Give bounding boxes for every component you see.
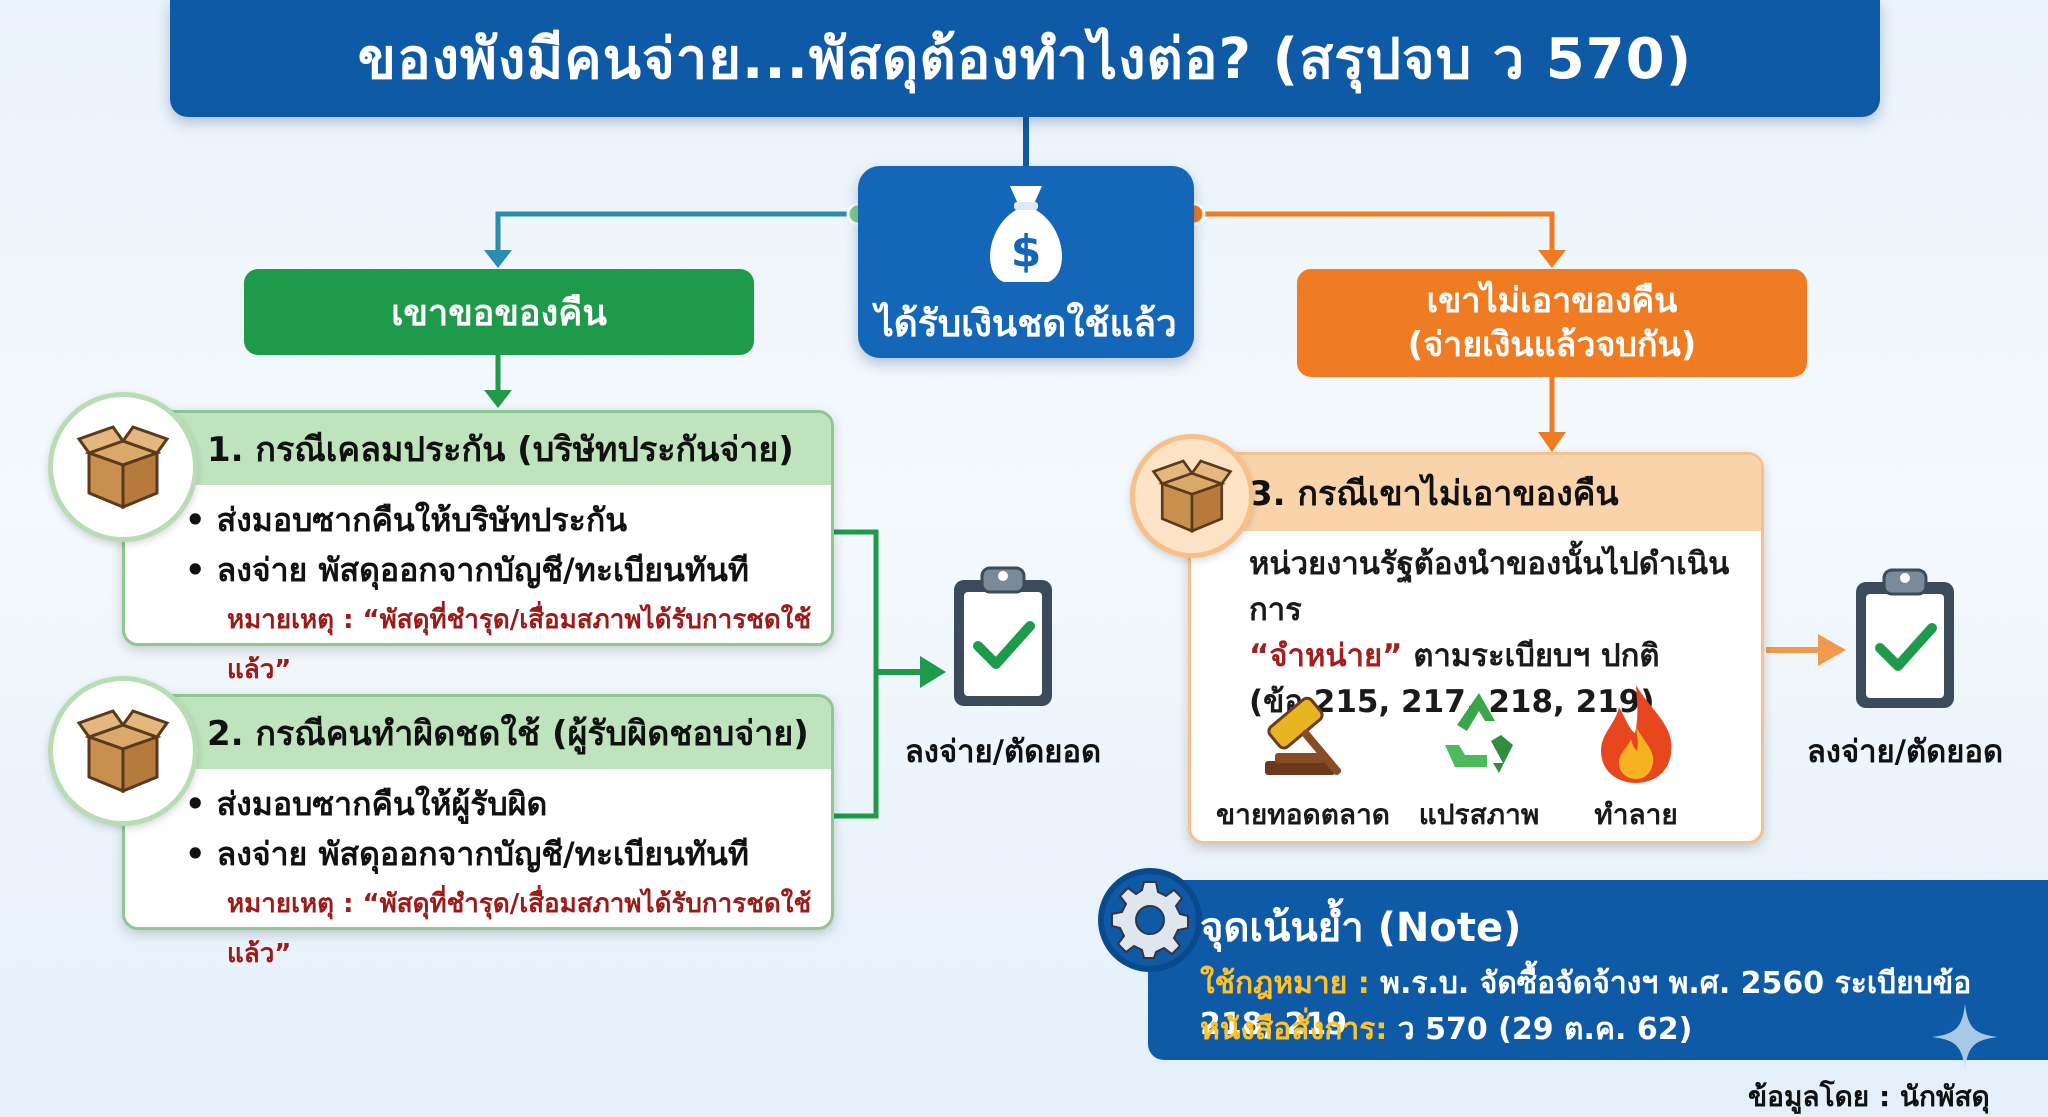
compensation-received-label: ได้รับเงินชดใช้แล้ว (875, 302, 1177, 345)
no-item-back-box: เขาไม่เอาของคืน (จ่ายเงินแล้วจบกัน) (1297, 269, 1807, 377)
page-title: ของพังมีคนจ่าย...พัสดุต้องทำไงต่อ? (สรุป… (357, 27, 1693, 92)
source-credit: ข้อมูลโดย : นักพัสดุสัญจร (1748, 1080, 1990, 1113)
box-icon (1151, 459, 1233, 533)
sparkle-icon (1932, 1004, 1998, 1070)
note-order-line: หนังสือสั่งการ: ว 570 (29 ต.ค. 62) (1200, 1006, 1692, 1053)
case2-bullet-2: • ลงจ่าย พัสดุออกจากบัญชี/ทะเบียนทันที (185, 835, 749, 873)
no-item-back-label: เขาไม่เอาของคืน (1426, 281, 1678, 321)
gear-icon-circle (1098, 868, 1202, 972)
right-result-label: ลงจ่าย/ตัดยอด (1806, 734, 2004, 770)
case2-note: หมายเหตุ : “พัสดุที่ชำรุด/เสื่อมสภาพได้ร… (227, 889, 812, 969)
clipboard-check-icon (954, 566, 1052, 706)
note-law-line: ใช้กฎหมาย : พ.ร.บ. จัดซื้อจัดจ้างฯ พ.ศ. … (1200, 960, 2048, 1042)
case1-bullet-2: • ลงจ่าย พัสดุออกจากบัญชี/ทะเบียนทันที (185, 551, 749, 589)
case3-title: 3. กรณีเขาไม่เอาของคืน (1191, 455, 1761, 531)
case2-body: • ส่งมอบซากคืนให้ผู้รับผิด • ลงจ่าย พัสด… (185, 779, 821, 979)
auction-label: ขายทอดตลาด (1216, 798, 1390, 831)
fire-icon (1601, 685, 1672, 783)
case2-bullet-1: • ส่งมอบซากคืนให้ผู้รับผิด (185, 785, 548, 823)
note-law-key: ใช้กฎหมาย : (1200, 966, 1370, 1001)
no-item-back-sublabel: (จ่ายเงินแล้วจบกัน) (1407, 325, 1697, 365)
clipboard-check-icon (1856, 568, 1954, 708)
gear-icon (1111, 881, 1189, 959)
destroy-label: ทำลาย (1594, 798, 1678, 831)
header-banner: ของพังมีคนจ่าย...พัสดุต้องทำไงต่อ? (สรุป… (170, 0, 1880, 117)
money-bag-icon: $ (990, 186, 1062, 282)
left-result-label: ลงจ่าย/ตัดยอด (904, 734, 1102, 770)
compensation-received-box: $ ได้รับเงินชดใช้แล้ว (858, 166, 1194, 358)
box-icon (76, 425, 170, 510)
request-item-back-box: เขาขอของคืน (244, 269, 754, 355)
note-order-key: หนังสือสั่งการ: (1200, 1012, 1388, 1047)
dollar-symbol: $ (1011, 226, 1042, 277)
case3-line-1: หน่วยงานรัฐต้องนำของนั้นไปดำเนินการ (1249, 546, 1730, 628)
gavel-icon (1265, 696, 1342, 776)
case1-body: • ส่งมอบซากคืนให้บริษัทประกัน • ลงจ่าย พ… (185, 495, 821, 695)
case1-title: 1. กรณีเคลมประกัน (บริษัทประกันจ่าย) (125, 413, 831, 485)
case3-box-icon-circle (1130, 434, 1254, 558)
case1-bullet-1: • ส่งมอบซากคืนให้บริษัทประกัน (185, 501, 628, 539)
case2-card: 2. กรณีคนทำผิดชดใช้ (ผู้รับผิดชอบจ่าย) •… (122, 694, 834, 969)
case3-line-2-rest: ตามระเบียบฯ ปกติ (1402, 638, 1660, 674)
case1-card: 1. กรณีเคลมประกัน (บริษัทประกันจ่าย) • ส… (122, 410, 834, 685)
note-order-value: ว 570 (29 ต.ค. 62) (1387, 1012, 1693, 1047)
note-panel (1148, 880, 2048, 1060)
note-title: จุดเน้นย้ำ (Note) (1200, 905, 1522, 951)
box-icon (76, 709, 170, 794)
note-law-value: พ.ร.บ. จัดซื้อจัดจ้างฯ พ.ศ. 2560 ระเบียบ… (1200, 966, 1972, 1042)
case3-line-2: “จำหน่าย” ตามระเบียบฯ ปกติ (1249, 633, 1741, 679)
case2-title: 2. กรณีคนทำผิดชดใช้ (ผู้รับผิดชอบจ่าย) (125, 697, 831, 769)
case1-box-icon-circle (48, 392, 198, 542)
case1-note: หมายเหตุ : “พัสดุที่ชำรุด/เสื่อมสภาพได้ร… (227, 605, 812, 685)
recycle-icon (1445, 693, 1513, 773)
transform-label: แปรสภาพ (1418, 798, 1540, 831)
case3-card: 3. กรณีเขาไม่เอาของคืน หน่วยงานรัฐต้องนำ… (1188, 452, 1764, 844)
case2-box-icon-circle (48, 676, 198, 826)
dispose-highlight: “จำหน่าย” (1249, 638, 1403, 674)
